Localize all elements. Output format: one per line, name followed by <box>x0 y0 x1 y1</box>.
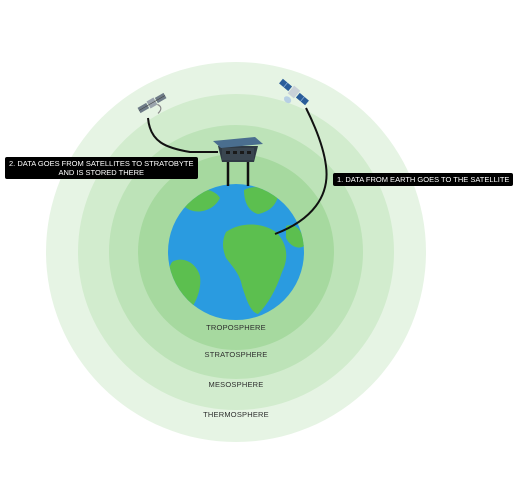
label-troposphere: TROPOSPHERE <box>206 323 266 332</box>
callout-step-2-line-2: AND IS STORED THERE <box>58 168 145 177</box>
satellite-left-icon <box>137 92 167 114</box>
earth-globe <box>168 184 304 320</box>
stratobyte-station <box>213 137 263 186</box>
atmosphere-diagram <box>46 62 426 442</box>
earth-to-satellite-line <box>274 107 328 235</box>
callout-step-2-line-1: 2. DATA GOES FROM SATELLITES TO STRATOBY… <box>9 159 194 168</box>
callout-step-2: 2. DATA GOES FROM SATELLITES TO STRATOBY… <box>5 157 198 179</box>
label-thermosphere: THERMOSPHERE <box>203 410 269 419</box>
label-mesosphere: MESOSPHERE <box>208 380 264 389</box>
label-stratosphere: STRATOSPHERE <box>204 350 268 359</box>
satellite-to-station-line <box>147 117 218 153</box>
callout-step-1: 1. DATA FROM EARTH GOES TO THE SATELLITE <box>333 173 513 186</box>
satellite-right-icon <box>279 78 309 106</box>
